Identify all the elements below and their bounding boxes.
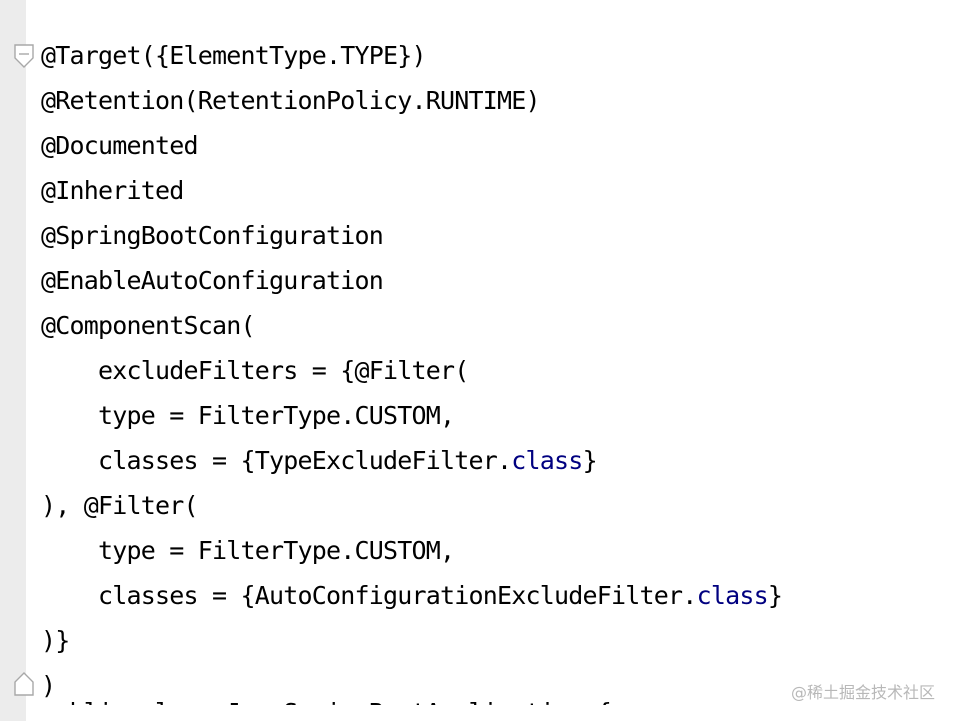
code-line-filters-close: )}: [41, 626, 70, 655]
code-text: }: [767, 581, 783, 610]
code-line-class-declaration-partial: public class JavaSpringBootApplication {: [41, 698, 612, 721]
code-line-filter-type-1: type = FilterType.CUSTOM,: [41, 401, 455, 430]
code-area[interactable]: @Target({ElementType.TYPE}) @Retention(R…: [41, 33, 955, 708]
code-line-documented-annotation: @Documented: [41, 131, 199, 160]
code-line-inherited-annotation: @Inherited: [41, 176, 184, 205]
code-line-enableautoconfiguration-annotation: @EnableAutoConfiguration: [41, 266, 384, 295]
code-line-springbootconfiguration-annotation: @SpringBootConfiguration: [41, 221, 384, 250]
watermark-text: @稀土掘金技术社区: [790, 683, 935, 702]
code-line-filter-classes-2: classes = {AutoConfigurationExcludeFilte…: [41, 573, 955, 618]
code-line-target-annotation: @Target({ElementType.TYPE}): [41, 41, 427, 70]
code-line-excludefilters: excludeFilters = {@Filter(: [41, 356, 469, 385]
editor-gutter: [0, 0, 26, 721]
code-line-second-filter-open: ), @Filter(: [41, 491, 199, 520]
fold-end-icon[interactable]: [14, 672, 34, 696]
code-line-filter-classes-1: classes = {TypeExcludeFilter.class}: [41, 438, 955, 483]
code-line-retention-annotation: @Retention(RetentionPolicy.RUNTIME): [41, 86, 541, 115]
code-line-componentscan-close: ): [41, 671, 56, 700]
code-text: classes = {AutoConfigurationExcludeFilte…: [41, 581, 697, 610]
code-line-componentscan-open: @ComponentScan(: [41, 311, 256, 340]
code-line-filter-type-2: type = FilterType.CUSTOM,: [41, 536, 455, 565]
class-keyword: class: [696, 581, 769, 610]
class-keyword: class: [511, 446, 583, 475]
fold-start-icon[interactable]: [14, 44, 34, 68]
code-text: classes = {TypeExcludeFilter.: [41, 446, 512, 475]
code-text: }: [582, 446, 598, 475]
